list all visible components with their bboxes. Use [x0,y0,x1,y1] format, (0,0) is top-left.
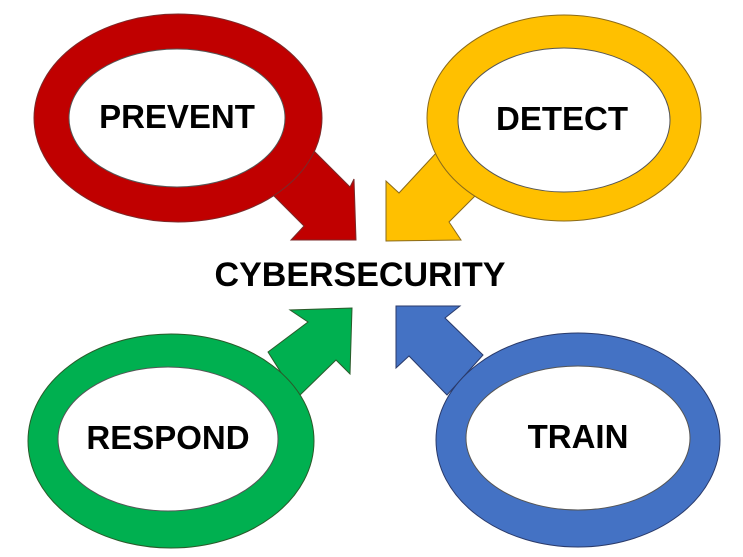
respond-arrow [267,307,353,399]
node-detect: DETECT [385,14,702,242]
train-arrow [395,305,484,396]
prevent-inner [68,48,286,188]
detect-label: DETECT [496,100,628,137]
node-respond: RESPOND [27,307,353,549]
center-label: CYBERSECURITY [215,256,506,294]
node-train: TRAIN [395,305,721,548]
detect-inner [457,47,671,193]
respond-inner [57,366,279,512]
node-prevent: PREVENT [33,13,357,241]
respond-label: RESPOND [86,419,249,456]
train-label: TRAIN [528,418,629,455]
prevent-label: PREVENT [99,98,255,135]
train-inner [465,365,691,511]
